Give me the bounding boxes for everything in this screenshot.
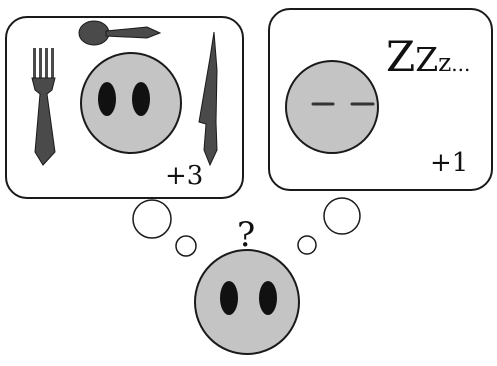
zzz-mid: Z [415, 40, 438, 79]
spoon-icon [79, 21, 160, 45]
knife-icon [199, 32, 217, 165]
thought-bubbles-left [133, 200, 196, 256]
zzz-label: ZZz... [386, 36, 470, 78]
zzz-small: z [438, 48, 451, 77]
right-eye [259, 281, 277, 315]
question-mark: ? [237, 218, 255, 252]
zzz-big: Z [386, 32, 415, 81]
eating-face [81, 53, 181, 153]
fork-icon [32, 48, 55, 165]
eat-reward-label: +3 [165, 163, 203, 189]
left-eye [98, 82, 116, 116]
thought-bubbles-right [298, 198, 360, 254]
zzz-dots: ... [451, 52, 470, 76]
left-eye [220, 281, 238, 315]
sleeping-face [286, 61, 378, 153]
right-eye [132, 82, 150, 116]
sleep-reward-label: +1 [430, 150, 468, 176]
thinking-face [195, 250, 299, 354]
